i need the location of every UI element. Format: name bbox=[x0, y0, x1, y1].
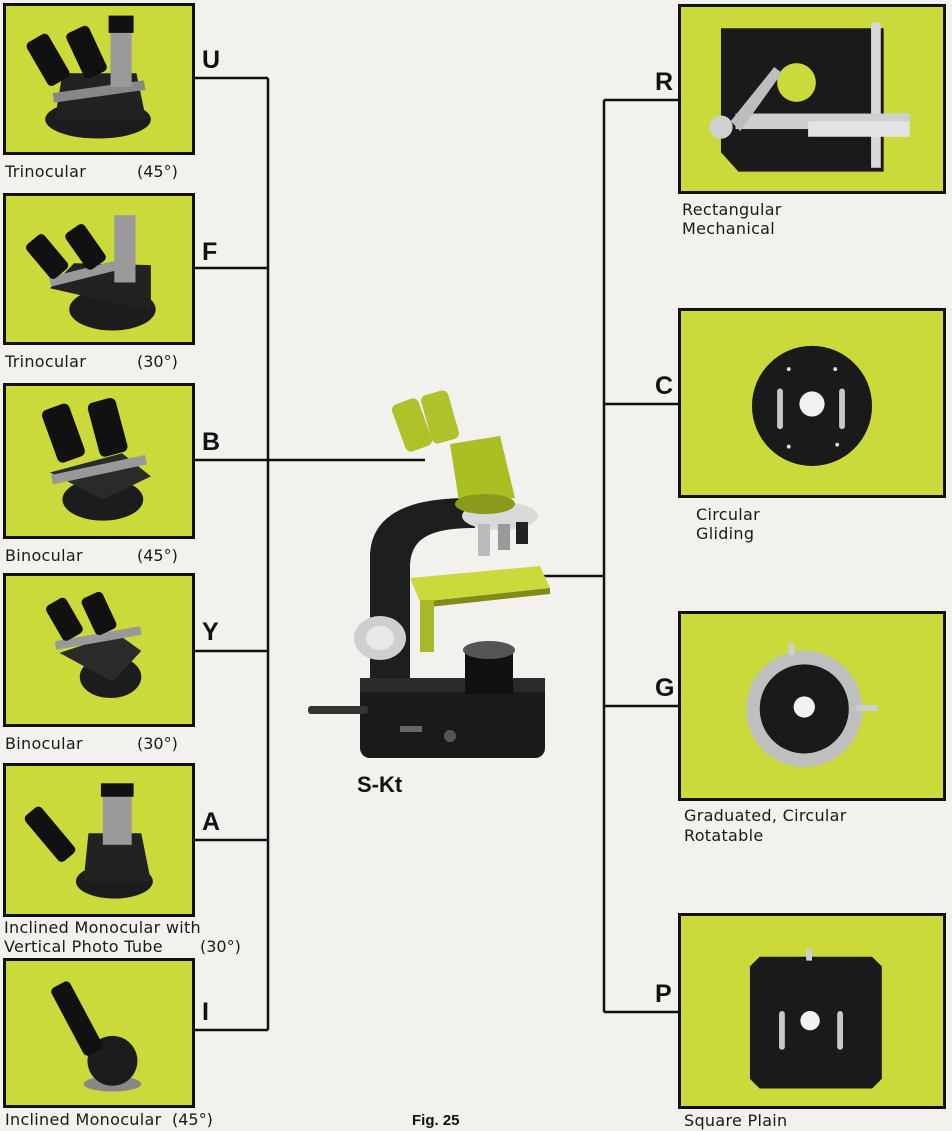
caption-i: Inclined Monocular bbox=[5, 1110, 161, 1129]
trinocular-head-icon bbox=[6, 196, 192, 342]
panel-b bbox=[3, 383, 195, 539]
trinocular-head-icon bbox=[6, 6, 192, 152]
monocular-photo-head-icon bbox=[6, 766, 192, 914]
figure-label: Fig. 25 bbox=[412, 1112, 460, 1129]
caption-y: Binocular bbox=[5, 734, 83, 753]
caption-a-line1: Inclined Monocular with bbox=[4, 918, 201, 937]
option-letter-p: P bbox=[655, 982, 672, 1007]
angle-b: (45°) bbox=[137, 546, 178, 565]
panel-y bbox=[3, 573, 195, 727]
option-letter-g: G bbox=[655, 676, 674, 701]
panel-f bbox=[3, 193, 195, 345]
caption-c-line2: Gliding bbox=[696, 524, 754, 543]
model-label: S-Kt bbox=[357, 772, 402, 798]
circular-stage-icon bbox=[681, 311, 943, 495]
option-letter-y: Y bbox=[202, 620, 219, 645]
rectangular-stage-icon bbox=[681, 7, 943, 191]
panel-g bbox=[678, 611, 946, 801]
panel-p bbox=[678, 913, 946, 1109]
caption-p: Square Plain bbox=[684, 1111, 788, 1130]
option-letter-a: A bbox=[202, 810, 220, 835]
caption-c-line1: Circular bbox=[696, 505, 760, 524]
panel-r bbox=[678, 4, 946, 194]
option-letter-i: I bbox=[202, 1000, 209, 1025]
option-letter-r: R bbox=[655, 70, 673, 95]
microscope-icon bbox=[300, 388, 560, 766]
graduated-stage-icon bbox=[681, 614, 943, 798]
monocular-head-icon bbox=[6, 961, 192, 1105]
panel-c bbox=[678, 308, 946, 498]
caption-b: Binocular bbox=[5, 546, 83, 565]
caption-r-line2: Mechanical bbox=[682, 219, 775, 238]
angle-f: (30°) bbox=[137, 352, 178, 371]
angle-i: (45°) bbox=[172, 1110, 213, 1129]
panel-u bbox=[3, 3, 195, 155]
caption-a-line2: Vertical Photo Tube bbox=[4, 937, 163, 956]
panel-i bbox=[3, 958, 195, 1108]
caption-r-line1: Rectangular bbox=[682, 200, 782, 219]
angle-a: (30°) bbox=[200, 937, 241, 956]
binocular-head-icon bbox=[6, 576, 192, 724]
caption-g-line2: Rotatable bbox=[684, 826, 764, 845]
caption-f: Trinocular bbox=[5, 352, 86, 371]
option-letter-b: B bbox=[202, 430, 220, 455]
option-letter-f: F bbox=[202, 240, 217, 265]
panel-a bbox=[3, 763, 195, 917]
caption-u: Trinocular bbox=[5, 162, 86, 181]
angle-u: (45°) bbox=[137, 162, 178, 181]
binocular-head-icon bbox=[6, 386, 192, 536]
option-letter-c: C bbox=[655, 374, 673, 399]
angle-y: (30°) bbox=[137, 734, 178, 753]
square-stage-icon bbox=[681, 916, 943, 1106]
option-letter-u: U bbox=[202, 48, 220, 73]
caption-g-line1: Graduated, Circular bbox=[684, 806, 847, 825]
